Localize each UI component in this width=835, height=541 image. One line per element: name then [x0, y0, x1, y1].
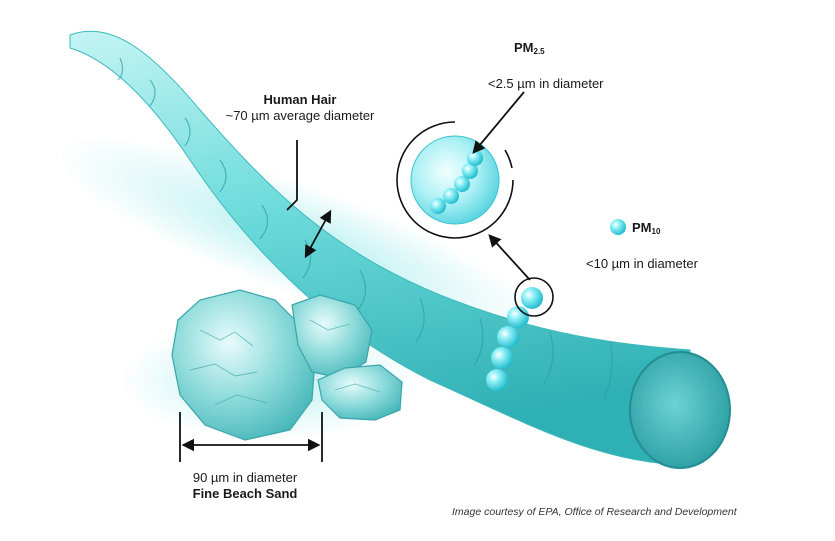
- sand-caption: 90 µm in diameter: [192, 470, 298, 485]
- hair-cross-section: [629, 351, 731, 469]
- pm25-magnified-view: [396, 121, 514, 239]
- image-credit: Image courtesy of EPA, Office of Researc…: [452, 506, 737, 518]
- pm25-caption: <2.5 µm in diameter: [488, 76, 604, 91]
- magnify-pointer-arrow: [488, 234, 531, 281]
- hair-caption: ~70 µm average diameter: [225, 108, 375, 123]
- hair-diameter-leader: [286, 140, 298, 211]
- human-hair-strand: [69, 30, 731, 469]
- annotation-lines: [179, 91, 531, 462]
- pm10-particle-chain: [486, 287, 543, 391]
- pm25-pointer-arrow: [472, 91, 525, 154]
- sand-grains: [171, 289, 403, 441]
- pm10-highlight-ring: [514, 277, 554, 317]
- hair-title: Human Hair: [263, 92, 337, 107]
- hair-diameter-arrow: [304, 209, 332, 259]
- pm25-title: PM2.5: [514, 40, 545, 56]
- pm10-caption: <10 µm in diameter: [586, 256, 698, 271]
- pm10-legend-dot: [610, 219, 626, 235]
- sand-title: Fine Beach Sand: [192, 486, 298, 501]
- pm10-title: PM10: [632, 220, 661, 236]
